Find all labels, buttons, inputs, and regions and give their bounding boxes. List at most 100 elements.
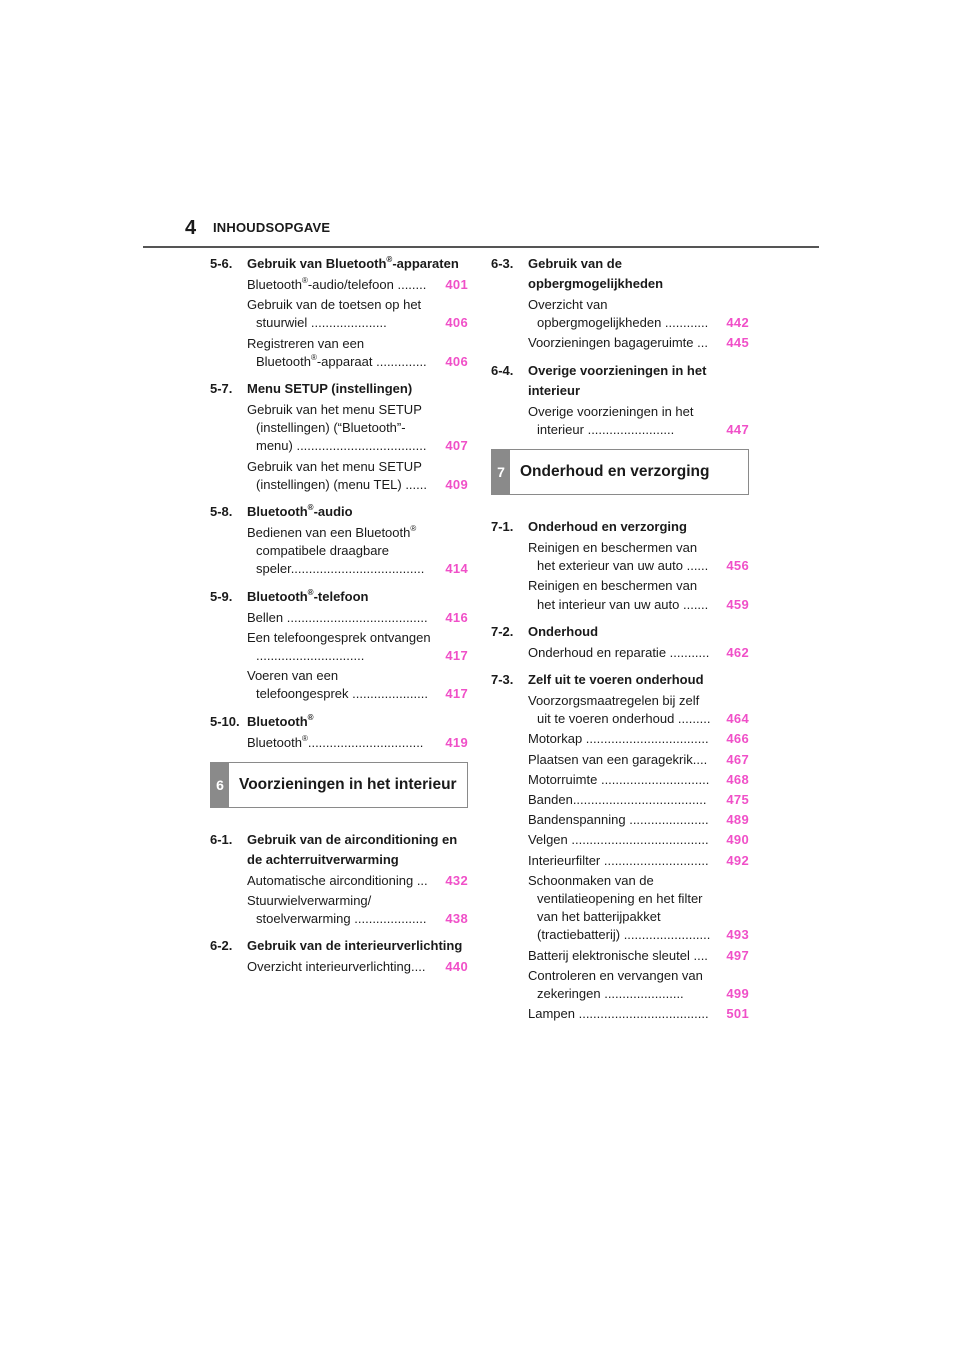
toc-page-number[interactable]: 456: [726, 558, 749, 574]
toc-page-number[interactable]: 419: [445, 734, 468, 750]
toc-entry[interactable]: Voorzieningen bagageruimte ... 445: [528, 334, 749, 352]
toc-entry[interactable]: Voeren van een telefoongesprek .........…: [247, 667, 468, 703]
toc-entry[interactable]: Reinigen en beschermen van het interieur…: [528, 577, 749, 613]
toc-page-number[interactable]: 468: [726, 771, 749, 787]
toc-page-number[interactable]: 401: [445, 277, 468, 292]
toc-entry[interactable]: Onderhoud en reparatie ...........462: [528, 644, 749, 662]
toc-entry[interactable]: Motorruimte ............................…: [528, 771, 749, 789]
toc-page-number[interactable]: 409: [445, 476, 468, 492]
toc-page-number[interactable]: 501: [726, 1006, 749, 1022]
toc-entry-label: Bellen .................................…: [247, 609, 428, 625]
toc-section: 5-7.Menu SETUP (instellingen) Gebruik van…: [210, 379, 468, 494]
section-title: Bluetooth®-telefoon: [247, 587, 369, 604]
toc-entry[interactable]: Lampen .................................…: [528, 1005, 749, 1023]
toc-entry[interactable]: Interieurfilter ........................…: [528, 852, 749, 870]
section-title: Menu SETUP (instellingen): [247, 381, 413, 397]
section-heading[interactable]: 6-2.Gebruik van de interieurverlichting: [210, 936, 468, 956]
toc-entry[interactable]: Overzicht van opbergmogelijkheden ......…: [528, 296, 749, 332]
section-heading[interactable]: 5-9.Bluetooth®-telefoon: [210, 587, 468, 607]
toc-page-number[interactable]: 414: [445, 561, 468, 577]
toc-entry[interactable]: Bluetooth®..............................…: [247, 734, 468, 752]
toc-entry[interactable]: Overige voorzieningen in het interieur .…: [528, 403, 749, 439]
section-heading[interactable]: 7-3.Zelf uit te voeren onderhoud: [491, 670, 749, 690]
toc-page-number[interactable]: 459: [726, 596, 749, 612]
toc-page-number[interactable]: 492: [726, 852, 749, 868]
toc-entry-label: Reinigen en beschermen van het exterieur…: [528, 540, 709, 574]
toc-entry[interactable]: Banden..................................…: [528, 791, 749, 809]
toc-page-number[interactable]: 466: [726, 731, 749, 747]
toc-entry[interactable]: Bedienen van een Bluetooth® compatibele …: [247, 524, 468, 579]
toc-entry[interactable]: Stuurwielverwarming/ stoelverwarming ...…: [247, 892, 468, 928]
toc-entry[interactable]: Gebruik van de toetsen op het stuurwiel …: [247, 296, 468, 332]
toc-page-number[interactable]: 417: [445, 648, 468, 664]
section-number: 6-3.: [491, 256, 514, 271]
toc-entry[interactable]: Een telefoongesprek ontvangen ..........…: [247, 629, 468, 665]
toc-entry[interactable]: Reinigen en beschermen van het exterieur…: [528, 539, 749, 575]
toc-entry[interactable]: Plaatsen van een garagekrik....467: [528, 751, 749, 769]
toc-entry[interactable]: Bellen .................................…: [247, 609, 468, 627]
toc-section: 5-10.Bluetooth® Bluetooth®...............…: [210, 712, 468, 752]
toc-page-number[interactable]: 432: [445, 872, 468, 888]
chapter-title: Voorzieningen in het interieur: [239, 775, 457, 793]
section-number: 7-3.: [491, 672, 514, 688]
toc-entry[interactable]: Controleren en vervangen van zekeringen …: [528, 967, 749, 1003]
toc-entry-label: Motorruimte ............................…: [528, 771, 710, 787]
toc-page-number[interactable]: 445: [726, 335, 749, 351]
toc-page-number[interactable]: 417: [445, 686, 468, 702]
toc-page-number[interactable]: 464: [726, 711, 749, 727]
toc-entry-label: Stuurwielverwarming/ stoelverwarming ...…: [247, 893, 427, 927]
section-title: Bluetooth®: [247, 712, 314, 729]
section-title: Onderhoud: [528, 623, 599, 639]
toc-entry-label: Interieurfilter ........................…: [528, 852, 709, 868]
section-title: Gebruik van Bluetooth®-apparaten: [247, 255, 459, 272]
section-number: 5-6.: [210, 256, 233, 271]
toc-page-number[interactable]: 416: [445, 609, 468, 625]
section-heading[interactable]: 6-3. Gebruik van de opbergmogelijkheden: [491, 254, 749, 294]
section-heading[interactable]: 7-2.Onderhoud: [491, 622, 749, 642]
toc-page-number[interactable]: 442: [726, 315, 749, 331]
toc-entry[interactable]: Bandenspanning ......................489: [528, 811, 749, 829]
toc-entry-label: Voorzieningen bagageruimte ...: [528, 335, 708, 351]
toc-entry[interactable]: Overzicht interieurverlichting....440: [247, 958, 468, 976]
toc-page-number[interactable]: 475: [726, 792, 749, 808]
toc-page-number[interactable]: 406: [445, 353, 468, 369]
toc-entry-label: Gebruik van het menu SETUP (instellingen…: [247, 402, 427, 454]
toc-page-number[interactable]: 489: [726, 812, 749, 828]
toc-entry[interactable]: Registreren van een Bluetooth®-apparaat …: [247, 335, 468, 371]
toc-page-number[interactable]: 440: [445, 959, 468, 975]
section-heading[interactable]: 6-4.Overige voorzieningen in het interie…: [491, 361, 749, 401]
toc-page-number[interactable]: 490: [726, 832, 749, 848]
section-heading[interactable]: 5-6. Gebruik van Bluetooth®-apparaten: [210, 254, 468, 274]
section-heading[interactable]: 6-1.Gebruik van de airconditioning en de…: [210, 830, 468, 870]
toc-entry[interactable]: Voorzorgsmaatregelen bij zelf uit te voe…: [528, 692, 749, 728]
toc-entry[interactable]: Batterij elektronische sleutel ....497: [528, 947, 749, 965]
toc-entry[interactable]: Velgen .................................…: [528, 831, 749, 849]
toc-entry[interactable]: Automatische airconditioning ...432: [247, 872, 468, 890]
toc-page-number[interactable]: 497: [726, 947, 749, 963]
section-heading[interactable]: 7-1.Onderhoud en verzorging: [491, 517, 749, 537]
toc-entry[interactable]: Gebruik van het menu SETUP (instellingen…: [247, 458, 468, 494]
section-title: Gebruik van de opbergmogelijkheden: [528, 256, 664, 291]
toc-entry-label: Overzicht van opbergmogelijkheden ......…: [528, 297, 709, 331]
toc-entry-label: Reinigen en beschermen van het interieur…: [528, 578, 709, 612]
toc-page-number[interactable]: 406: [445, 315, 468, 331]
section-heading[interactable]: 5-8.Bluetooth®-audio: [210, 502, 468, 522]
toc-entry[interactable]: Bluetooth®-audio/telefoon ........401: [247, 276, 468, 294]
toc-entry[interactable]: Schoonmaken van de ventilatieopening en …: [528, 872, 749, 945]
section-heading[interactable]: 5-10.Bluetooth®: [210, 712, 468, 732]
toc-page-number[interactable]: 407: [445, 438, 468, 454]
toc-page-number[interactable]: 462: [726, 644, 749, 660]
toc-entry-label: Voorzorgsmaatregelen bij zelf uit te voe…: [528, 693, 711, 727]
toc-page-number[interactable]: 493: [726, 927, 749, 943]
toc-entry[interactable]: Gebruik van het menu SETUP (instellingen…: [247, 401, 468, 456]
toc-page-number[interactable]: 499: [726, 986, 749, 1002]
toc-page-number[interactable]: 467: [726, 751, 749, 767]
toc-page-number[interactable]: 447: [726, 421, 749, 437]
toc-page-number[interactable]: 438: [445, 911, 468, 927]
toc-entry[interactable]: Motorkap ...............................…: [528, 730, 749, 748]
section-heading[interactable]: 5-7.Menu SETUP (instellingen): [210, 379, 468, 399]
